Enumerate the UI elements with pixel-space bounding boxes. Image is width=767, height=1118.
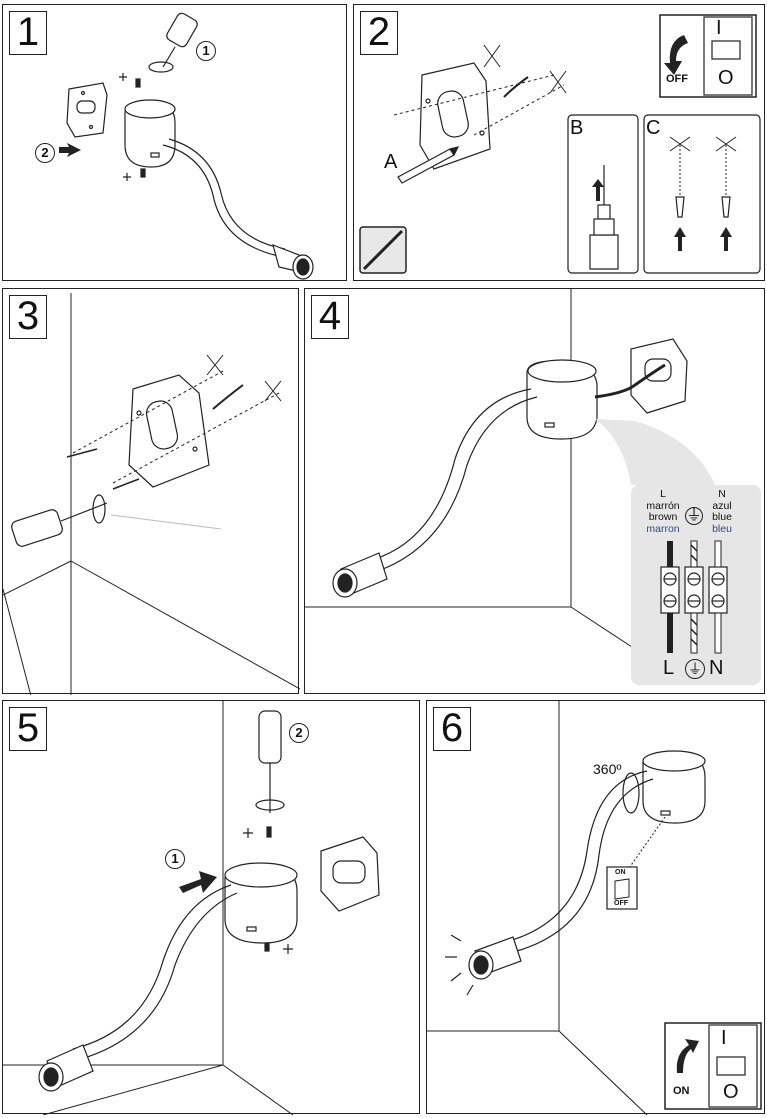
switch-on-text: ON: [615, 869, 626, 876]
terminal-letter-l: L: [663, 657, 675, 679]
lamp-head: [332, 552, 388, 598]
step-number: 5: [9, 707, 47, 751]
screw-icon: [243, 826, 293, 954]
arrow-icon: [664, 35, 688, 75]
live-name-es: marrón: [646, 499, 680, 512]
neutral-label: N azul blue bleu: [705, 488, 739, 535]
step-number: 4: [311, 295, 349, 339]
gooseneck-arm: [374, 388, 532, 560]
wall-plate-icon: [630, 338, 688, 414]
gooseneck-arm: [508, 770, 648, 942]
lamp-body: [642, 750, 706, 824]
cross-mark: [483, 44, 501, 68]
room-corner: [427, 701, 648, 1115]
switch-off-mark: O: [723, 1081, 739, 1103]
screwdriver-icon: [11, 494, 108, 547]
arrow-icon: [676, 1039, 699, 1073]
earth-icon: ⏚: [685, 507, 703, 525]
cross-mark: [549, 70, 567, 94]
live-name-en: brown: [648, 511, 678, 523]
step-6-illustration: [427, 701, 762, 1115]
arrow-icon: [179, 871, 217, 893]
callout-1: 1: [165, 849, 185, 869]
neutral-name-fr: bleu: [712, 522, 732, 535]
earth-icon: ⏚: [685, 659, 705, 679]
step-1-panel: 1: [2, 4, 347, 281]
terminal-block: [660, 566, 728, 614]
off-label: OFF: [666, 73, 688, 85]
gooseneck-arm: [72, 884, 232, 1050]
live-label: L marrón brown marron: [635, 488, 691, 535]
wall-plug-icon: [675, 196, 731, 218]
wires: [667, 540, 722, 654]
switch-on-mark: I: [721, 1027, 727, 1049]
step-number: 2: [360, 11, 398, 55]
sub-panel-b: [567, 114, 639, 274]
lamp-body: [526, 359, 598, 440]
callout-2: 2: [289, 723, 309, 743]
callout-2: 2: [35, 143, 55, 163]
step-4-illustration: [305, 289, 761, 685]
lamp-body: [224, 862, 298, 944]
callout-1: 1: [196, 41, 216, 61]
step-4-panel: 4: [304, 288, 765, 694]
step-3-panel: 3: [2, 288, 300, 695]
arrow-icon: [59, 143, 81, 157]
arrow-icon: [592, 179, 604, 201]
step-number: 3: [9, 295, 47, 339]
step-5-illustration: [3, 701, 380, 1115]
step-5-panel: 5: [2, 700, 420, 1115]
step-number: 1: [9, 11, 47, 55]
wall-plate-icon: [66, 82, 108, 138]
sub-panel-c: [643, 114, 761, 274]
drill-icon: [589, 165, 619, 270]
label-b: B: [570, 117, 584, 139]
step-2-illustration: [359, 14, 761, 274]
screw-icon: [123, 168, 146, 181]
step-6-panel: 6 360º ON: [426, 700, 765, 1115]
room-corner: [3, 293, 300, 695]
neutral-name-en: blue: [712, 511, 732, 523]
room-corner: [305, 289, 636, 650]
screwdriver-icon: [148, 12, 198, 73]
on-label: ON: [673, 1085, 690, 1097]
rotation-arrow: [622, 772, 640, 814]
light-rays: [445, 934, 474, 996]
wall-plate-icon: [320, 836, 380, 912]
lamp-head: [272, 244, 314, 280]
wall-plate-icon: [419, 62, 491, 170]
rotation-label: 360º: [593, 761, 622, 777]
live-letter: L: [660, 488, 666, 500]
step-2-panel: 2: [353, 4, 765, 281]
screwdriver-icon: [255, 710, 285, 813]
lamp-head: [468, 936, 522, 980]
neutral-name-es: azul: [712, 499, 732, 512]
lamp-body: [124, 99, 176, 168]
terminal-letter-n: N: [709, 657, 724, 679]
arrow-icon: [674, 227, 732, 251]
switch-on-mark: I: [716, 17, 722, 39]
switch-off-text: OFF: [614, 900, 628, 907]
room-corner: [3, 701, 294, 1115]
screw-icon: [66, 448, 140, 490]
step-3-illustration: [3, 293, 300, 695]
label-a: A: [384, 151, 398, 173]
step-number: 6: [433, 707, 471, 751]
callout-cone: [595, 419, 715, 485]
label-c: C: [646, 117, 661, 139]
pencil-icon: [397, 146, 460, 184]
lamp-head: [38, 1044, 94, 1092]
gooseneck-arm: [162, 144, 284, 258]
screw-icon: [119, 73, 141, 88]
step-1-illustration: [59, 12, 314, 280]
wall-plate-icon: [128, 374, 210, 488]
neutral-letter: N: [718, 488, 726, 500]
live-name-fr: marron: [646, 522, 680, 535]
switch-off-mark: O: [718, 67, 734, 89]
